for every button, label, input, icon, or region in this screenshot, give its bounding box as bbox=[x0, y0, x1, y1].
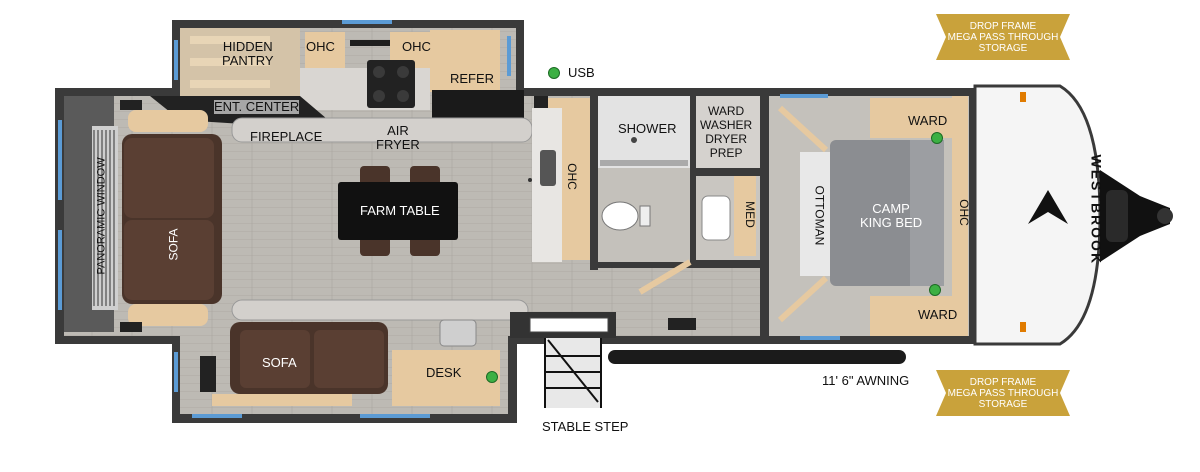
ohc-label-1: OHC bbox=[306, 39, 335, 54]
ent-center-label: ENT. CENTER bbox=[214, 99, 300, 114]
ottoman-label: OTTOMAN bbox=[812, 185, 827, 246]
air-fryer-label: AIR FRYER bbox=[376, 123, 420, 152]
farm-table bbox=[338, 182, 458, 240]
med-label: MED bbox=[742, 201, 757, 228]
hidden-pantry-label: HIDDEN PANTRY bbox=[222, 39, 274, 68]
ward-bottom-label: WARD bbox=[918, 307, 958, 322]
brand-logo-text: WESTBROOK bbox=[1088, 154, 1105, 266]
badge-top-text: DROP FRAME MEGA PASS THROUGH STORAGE bbox=[947, 20, 1059, 54]
ward-top-dot-icon bbox=[931, 132, 943, 144]
ward-washer-label: WARD WASHER DRYER PREP bbox=[700, 104, 753, 160]
sofa-bottom-label: SOFA bbox=[262, 355, 297, 370]
desk-label: DESK bbox=[426, 365, 462, 380]
awning-bar bbox=[608, 350, 906, 364]
panoramic-window-label: PANORAMIC WINDOW bbox=[95, 157, 108, 275]
badge-bottom-text: DROP FRAME MEGA PASS THROUGH STORAGE bbox=[947, 376, 1059, 410]
shower-label: SHOWER bbox=[618, 121, 677, 136]
drop-frame-badge-bottom: DROP FRAME MEGA PASS THROUGH STORAGE bbox=[936, 370, 1070, 416]
awning-label: 11' 6" AWNING bbox=[822, 373, 910, 388]
stable-step-label: STABLE STEP bbox=[542, 419, 629, 434]
usb-dot-icon bbox=[548, 67, 560, 79]
ohc-label-2: OHC bbox=[402, 39, 431, 54]
ward-bottom-dot-icon bbox=[929, 284, 941, 296]
camp-king-bed-label: CAMP KING BED bbox=[860, 201, 923, 230]
usb-label: USB bbox=[568, 65, 595, 80]
farm-table-label: FARM TABLE bbox=[360, 203, 440, 218]
refer-label: REFER bbox=[450, 71, 495, 86]
fireplace-label: FIREPLACE bbox=[250, 129, 323, 144]
sofa-left-label: SOFA bbox=[166, 228, 181, 261]
ohc-kitchen-label: OHC bbox=[564, 163, 579, 190]
ohc-bedroom-label: OHC bbox=[956, 199, 971, 226]
ward-top-label: WARD bbox=[908, 113, 948, 128]
drop-frame-badge-top: DROP FRAME MEGA PASS THROUGH STORAGE bbox=[936, 14, 1070, 60]
desk-dot-icon bbox=[486, 371, 498, 383]
